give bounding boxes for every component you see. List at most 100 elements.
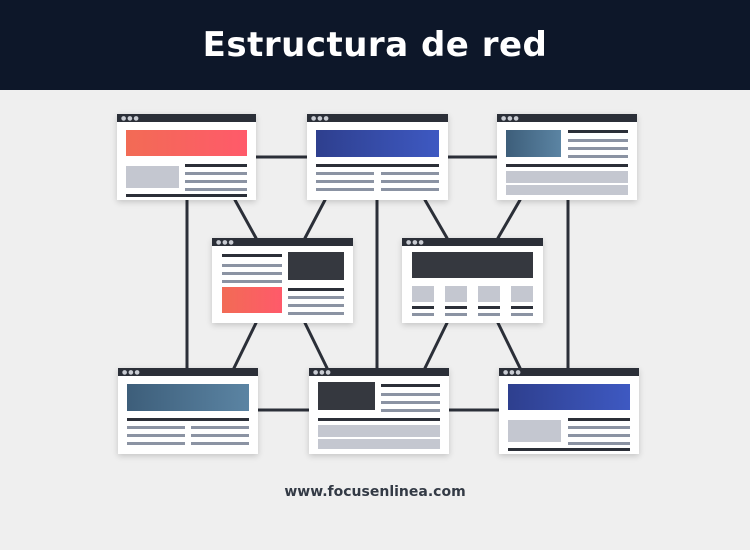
text-line — [445, 313, 467, 316]
grid-card — [511, 286, 533, 302]
text-line — [568, 442, 630, 445]
grid-card — [445, 286, 467, 302]
edge-top-center-mid-left — [303, 198, 327, 240]
text-line — [412, 306, 434, 309]
text-line — [381, 401, 440, 404]
text-line — [127, 418, 249, 421]
hero-banner — [412, 252, 533, 278]
image-placeholder — [288, 252, 344, 280]
text-line — [381, 188, 439, 191]
web-page-node: ●●● — [117, 114, 256, 200]
footer-url: www.focusenlinea.com — [284, 484, 466, 500]
text-line — [511, 306, 533, 309]
text-line — [191, 426, 249, 429]
text-line — [288, 304, 344, 307]
image-placeholder — [222, 287, 282, 313]
browser-bar: ●●● — [499, 368, 639, 376]
text-line — [127, 434, 185, 437]
browser-bar: ●●● — [212, 238, 353, 246]
hero-banner — [127, 384, 249, 411]
text-line — [381, 409, 440, 412]
hero-banner — [508, 384, 630, 410]
content-block — [318, 439, 440, 449]
title-banner: Estructura de red — [0, 0, 750, 90]
edge-mid-right-bottom-right — [496, 321, 522, 370]
text-line — [316, 180, 374, 183]
text-line — [568, 426, 630, 429]
web-page-node: ●●● — [118, 368, 258, 454]
grid-card — [478, 286, 500, 302]
browser-bar: ●●● — [309, 368, 449, 376]
edge-top-center-mid-right — [423, 198, 449, 240]
web-page-node: ●●● — [309, 368, 449, 454]
text-line — [126, 194, 247, 197]
text-line — [288, 296, 344, 299]
web-page-node: ●●● — [212, 238, 353, 323]
web-page-node: ●●● — [402, 238, 543, 323]
text-line — [316, 188, 374, 191]
text-line — [222, 254, 282, 257]
edge-mid-left-bottom-center — [303, 321, 329, 370]
text-line — [511, 313, 533, 316]
text-line — [568, 130, 628, 133]
text-line — [191, 442, 249, 445]
text-line — [412, 313, 434, 316]
text-line — [185, 164, 247, 167]
window-dots-icon: ●●● — [406, 239, 425, 246]
text-line — [288, 288, 344, 291]
browser-bar: ●●● — [118, 368, 258, 376]
text-line — [288, 312, 344, 315]
image-placeholder — [318, 382, 375, 410]
content-block — [318, 425, 440, 437]
edge-mid-left-bottom-left — [232, 321, 258, 370]
text-line — [185, 188, 247, 191]
text-line — [381, 180, 439, 183]
text-line — [568, 434, 630, 437]
web-page-node: ●●● — [307, 114, 448, 200]
text-line — [185, 172, 247, 175]
image-placeholder — [506, 130, 561, 157]
text-line — [127, 426, 185, 429]
grid-card — [412, 286, 434, 302]
window-dots-icon: ●●● — [313, 369, 332, 376]
window-dots-icon: ●●● — [311, 115, 330, 122]
text-line — [318, 418, 440, 421]
window-dots-icon: ●●● — [216, 239, 235, 246]
text-line — [222, 280, 282, 283]
text-line — [222, 264, 282, 267]
text-line — [222, 272, 282, 275]
text-line — [568, 155, 628, 158]
text-line — [445, 306, 467, 309]
text-line — [568, 139, 628, 142]
page-title: Estructura de red — [202, 25, 548, 65]
image-placeholder — [126, 166, 179, 188]
text-line — [381, 172, 439, 175]
text-line — [568, 418, 630, 421]
edge-mid-right-bottom-center — [423, 321, 449, 370]
text-line — [568, 147, 628, 150]
browser-bar: ●●● — [307, 114, 448, 122]
text-line — [506, 164, 628, 167]
text-line — [381, 393, 440, 396]
hero-banner — [316, 130, 439, 157]
hero-banner — [126, 130, 247, 156]
text-line — [478, 313, 500, 316]
window-dots-icon: ●●● — [122, 369, 141, 376]
content-block — [506, 171, 628, 183]
content-block — [506, 185, 628, 195]
text-line — [478, 306, 500, 309]
window-dots-icon: ●●● — [501, 115, 520, 122]
edge-top-left-mid-left — [233, 198, 258, 240]
text-line — [185, 180, 247, 183]
text-line — [127, 442, 185, 445]
web-page-node: ●●● — [497, 114, 637, 200]
text-line — [316, 164, 439, 167]
image-placeholder — [508, 420, 561, 442]
text-line — [381, 384, 440, 387]
edge-top-right-mid-right — [496, 198, 522, 240]
browser-bar: ●●● — [117, 114, 256, 122]
browser-bar: ●●● — [497, 114, 637, 122]
window-dots-icon: ●●● — [503, 369, 522, 376]
web-page-node: ●●● — [499, 368, 639, 454]
